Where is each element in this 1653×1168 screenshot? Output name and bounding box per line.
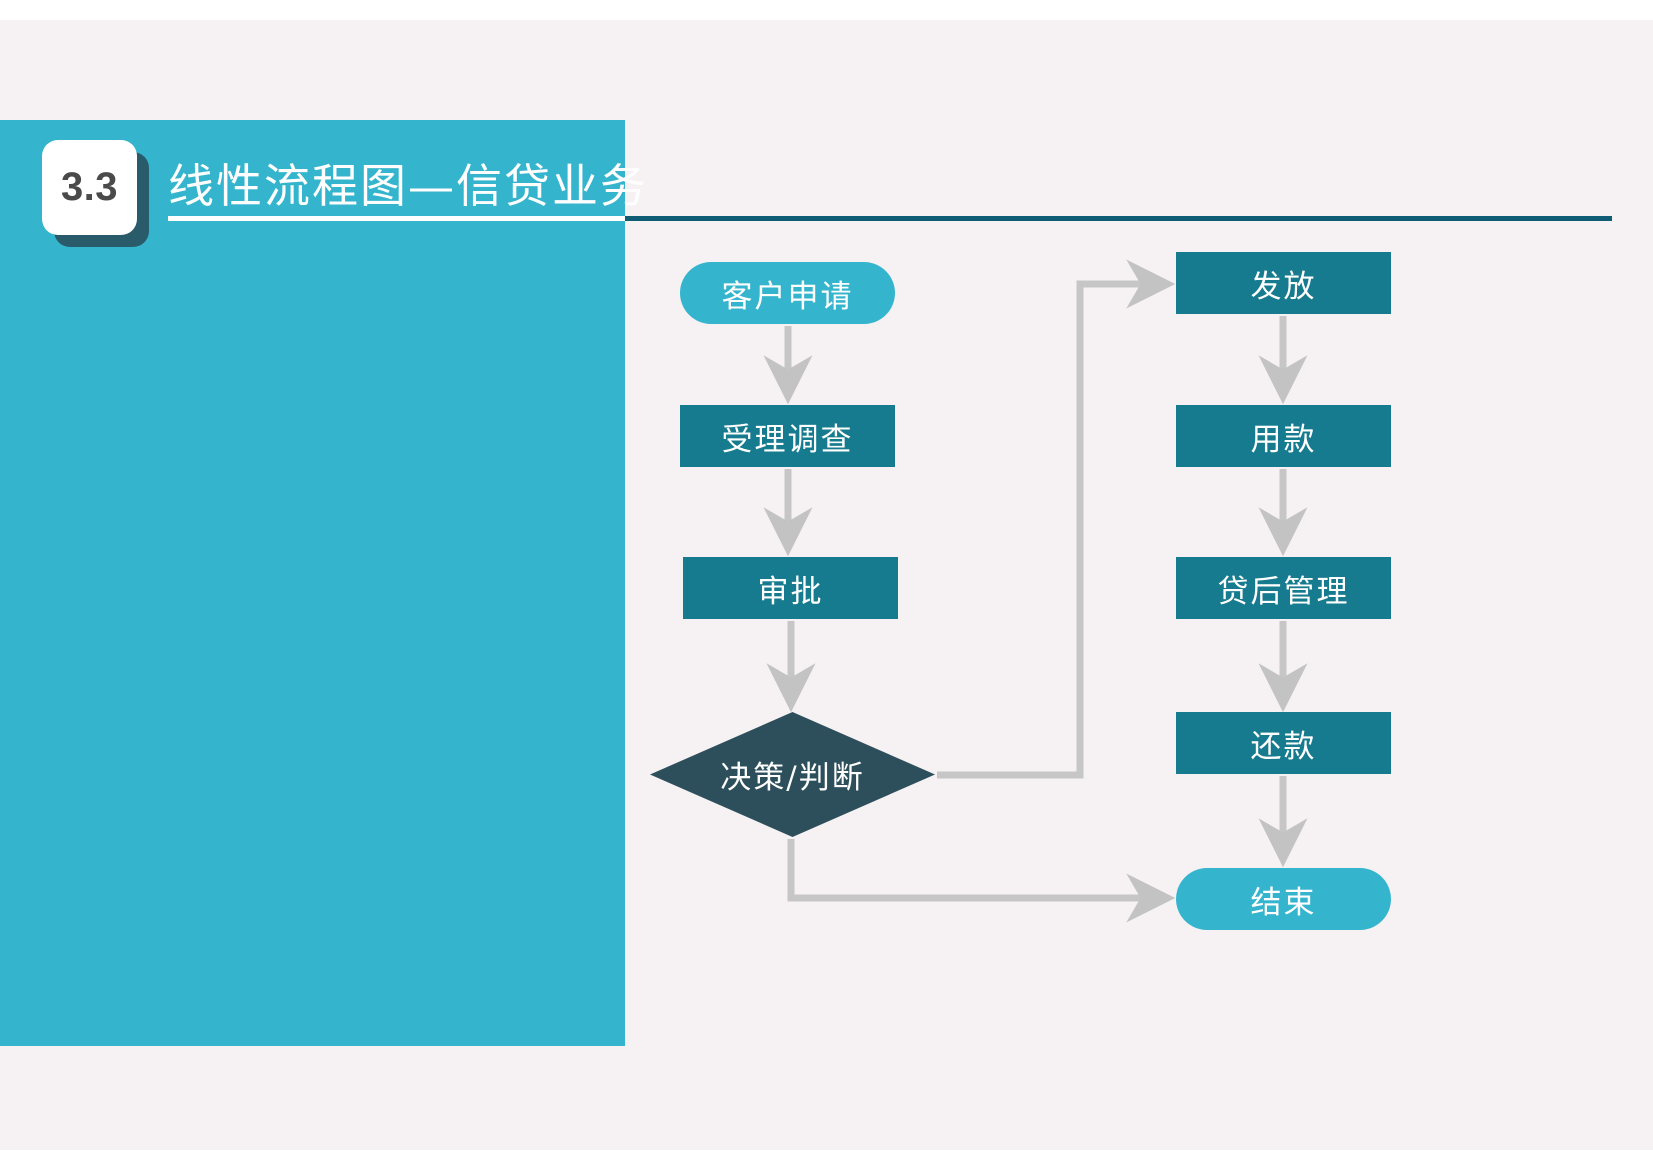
flow-node-repay[interactable]: 还款	[1176, 712, 1391, 774]
left-teal-panel	[0, 120, 625, 1046]
diamond-shape	[650, 712, 935, 837]
flow-node-label: 用款	[1250, 421, 1317, 458]
section-number-label: 3.3	[60, 165, 119, 209]
flow-node-label: 受理调查	[721, 421, 854, 458]
title-underline-dark	[625, 216, 1612, 221]
flow-node-end[interactable]: 结束	[1176, 868, 1391, 930]
flow-node-approve[interactable]: 审批	[683, 557, 898, 619]
flow-node-postloan[interactable]: 贷后管理	[1176, 557, 1391, 619]
flow-node-label: 决策/判断	[720, 760, 865, 796]
flow-node-label: 还款	[1250, 728, 1317, 765]
flow-node-start[interactable]: 客户申请	[680, 262, 895, 324]
section-number-badge: 3.3	[42, 140, 137, 235]
flow-node-drawdown[interactable]: 用款	[1176, 405, 1391, 467]
flow-node-decision[interactable]: 决策/判断	[650, 712, 935, 837]
flow-node-label: 结束	[1250, 884, 1317, 921]
flow-node-intake[interactable]: 受理调查	[680, 405, 895, 467]
bottom-margin	[0, 1150, 1653, 1168]
title-underline-light	[168, 216, 625, 221]
flow-node-label: 贷后管理	[1217, 573, 1350, 610]
page-title: 线性流程图—信贷业务	[168, 159, 648, 213]
flow-node-label: 审批	[757, 573, 824, 610]
flow-node-label: 发放	[1250, 268, 1317, 305]
top-margin	[0, 0, 1653, 20]
flow-node-disburse[interactable]: 发放	[1176, 252, 1391, 314]
flow-node-label: 客户申请	[721, 278, 854, 315]
